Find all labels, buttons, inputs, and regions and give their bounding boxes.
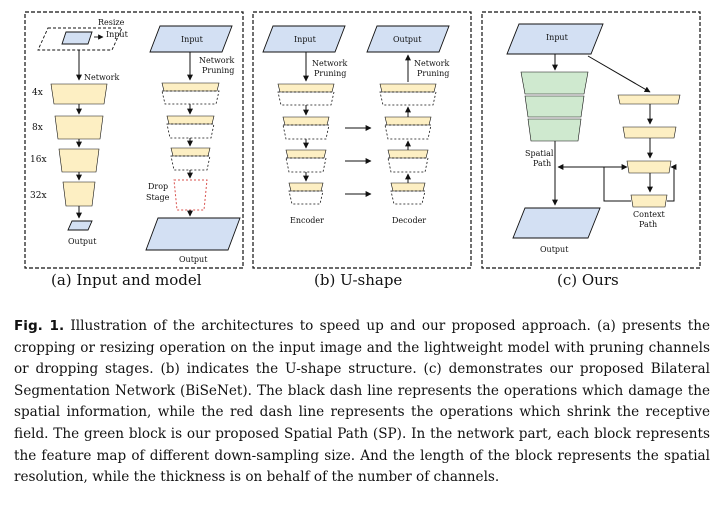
output-block-right: [145, 217, 241, 251]
b-dec-block-4-outline: [390, 190, 426, 205]
dropped-stage-block: [173, 179, 208, 211]
context-path-label-1: Context: [633, 210, 666, 219]
context-block-3: [626, 160, 672, 174]
feature-block-16x: [58, 148, 100, 173]
b-input-label: Input: [294, 35, 317, 44]
b-output-label: Output: [393, 35, 422, 44]
b-dec-block-3: [387, 149, 429, 159]
b-output-block: [366, 25, 450, 53]
output-small-block: [67, 220, 93, 231]
drop-label-1: Drop: [148, 182, 168, 191]
b-enc-block-4-outline: [288, 190, 324, 205]
pruning-label-1: Network: [199, 56, 234, 65]
pruned-block-2-outline: [166, 123, 215, 139]
b-dec-block-3-outline: [387, 157, 429, 173]
figure-caption-text: Illustration of the architectures to spe…: [14, 318, 711, 486]
b-dec-block-2-outline: [384, 124, 432, 140]
c-input-label: Input: [546, 33, 569, 42]
b-dec-block-1: [379, 83, 437, 93]
pruned-block-3-outline: [170, 155, 211, 171]
feature-block-32x: [62, 181, 96, 207]
b-enc-block-3-outline: [285, 157, 327, 173]
feature-block-8x: [54, 115, 104, 140]
pruned-block-1: [161, 82, 220, 92]
b-input-block: [262, 25, 346, 53]
pruning-label-2: Pruning: [202, 66, 234, 75]
panel-c-frame: [481, 11, 701, 269]
panel-a: Resize Input Network 4x 8x 16x 32x Outpu…: [24, 11, 244, 269]
scale-label-4x: 4x: [32, 88, 43, 98]
resize-label-1: Resize: [98, 18, 125, 27]
c-input-block: [506, 23, 604, 55]
b-encoder-label: Encoder: [290, 216, 324, 225]
scale-label-32x: 32x: [30, 191, 47, 201]
pruned-block-1-outline: [161, 90, 220, 105]
panel-a-frame: [24, 11, 244, 269]
drop-label-2: Stage: [146, 193, 170, 202]
b-decoder-label: Decoder: [392, 216, 426, 225]
figure-caption: Fig. 1. Illustration of the architecture…: [14, 316, 710, 489]
context-block-2: [622, 126, 677, 139]
spatial-block-2: [524, 95, 585, 118]
resize-label-2: Input: [106, 30, 129, 39]
b-enc-block-1: [277, 83, 335, 93]
scale-label-16x: 16x: [30, 155, 47, 165]
spatial-block-3: [527, 118, 582, 142]
b-enc-block-1-outline: [277, 91, 335, 106]
spatial-path-label-1: Spatial: [525, 149, 554, 158]
spatial-block-1: [520, 71, 589, 95]
c-context-feedback-line: [667, 164, 677, 202]
scale-label-8x: 8x: [32, 123, 43, 133]
context-path-label-2: Path: [639, 220, 657, 229]
b-dec-block-1-outline: [379, 91, 437, 106]
context-block-4: [630, 194, 668, 208]
network-label: Network: [84, 73, 119, 82]
resize-input-dashed-outline: [37, 27, 123, 51]
subcaption-c: (c) Ours: [557, 271, 619, 289]
panel-c: Input Spatial Path Context Path Output: [481, 11, 701, 269]
b-pruning-left-2: Pruning: [314, 69, 346, 78]
c-output-block: [512, 207, 601, 239]
panel-b-frame: [252, 11, 472, 269]
b-enc-block-2-outline: [282, 124, 330, 140]
b-pruning-right-1: Network: [414, 59, 449, 68]
pruned-block-2: [166, 115, 215, 125]
subcaption-a: (a) Input and model: [51, 271, 202, 289]
spatial-path-label-2: Path: [533, 159, 551, 168]
b-enc-block-4: [288, 182, 324, 192]
feature-block-4x: [50, 83, 108, 105]
b-dec-block-2: [384, 116, 432, 126]
b-enc-block-3: [285, 149, 327, 159]
c-input-to-context-arrow: [587, 55, 651, 93]
c-context-to-fusion-line: [603, 164, 631, 202]
subcaption-b: (b) U-shape: [314, 271, 402, 289]
b-pruning-left-1: Network: [312, 59, 347, 68]
c-output-label: Output: [540, 245, 569, 254]
b-dec-block-4: [390, 182, 426, 192]
output-right-label: Output: [179, 255, 208, 264]
pruned-block-3: [170, 147, 211, 157]
context-block-1: [617, 94, 681, 105]
b-enc-block-2: [282, 116, 330, 126]
input-right-label: Input: [181, 35, 204, 44]
output-left-label: Output: [68, 237, 97, 246]
b-pruning-right-2: Pruning: [417, 69, 449, 78]
input-block-right: [149, 25, 233, 53]
figure-label: Fig. 1.: [14, 318, 65, 334]
architecture-figure: Resize Input Network 4x 8x 16x 32x Outpu…: [24, 11, 701, 289]
resize-input-small-block: [61, 31, 93, 45]
panel-b: Input Network Pruning Encoder Output Net…: [252, 11, 472, 269]
